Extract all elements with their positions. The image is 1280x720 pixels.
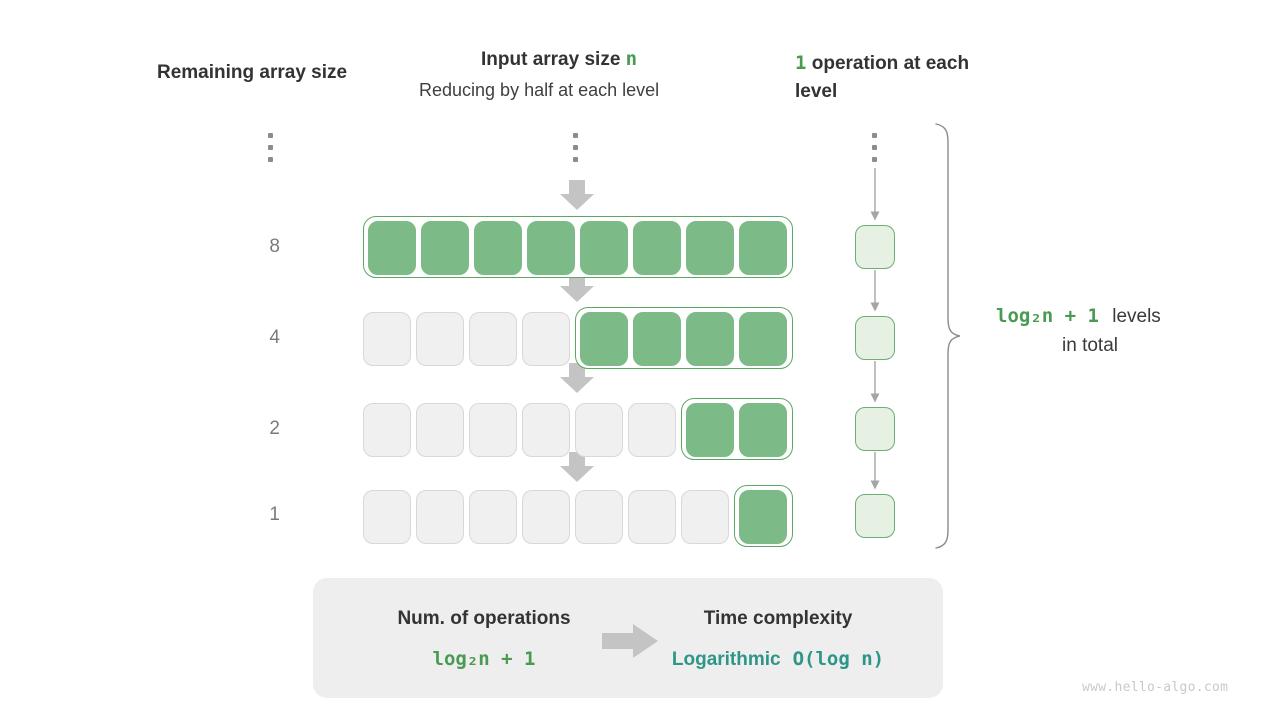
row-label-1: 1	[269, 504, 280, 525]
header-operation-count: 1	[795, 52, 807, 74]
cell	[368, 221, 416, 275]
levels-word: levels	[1112, 306, 1161, 327]
array-row-4	[363, 307, 793, 369]
cell	[421, 221, 469, 275]
ellipsis-middle-column	[573, 133, 579, 169]
cell	[416, 490, 464, 544]
cell	[580, 312, 628, 366]
operation-box-level-1	[855, 225, 895, 269]
levels-formula: log₂n + 1	[996, 305, 1099, 327]
summary-operations-value: log₂n + 1	[432, 648, 536, 670]
header-variable-n: n	[625, 48, 638, 70]
cell	[686, 403, 734, 457]
levels-total-label: log₂n + 1 levels in total	[996, 302, 1226, 360]
down-arrow-to-row-2	[560, 363, 594, 393]
array-row-8	[363, 216, 793, 278]
cell	[416, 403, 464, 457]
ellipsis-right-column	[872, 133, 878, 169]
cell	[686, 221, 734, 275]
cell	[633, 221, 681, 275]
array-row-1	[363, 485, 793, 547]
cell	[575, 403, 623, 457]
summary-operations-title: Num. of operations	[397, 608, 571, 629]
header-operation-text: operation at each level	[795, 53, 970, 102]
cell	[686, 312, 734, 366]
down-arrow-to-row-8	[560, 180, 594, 210]
cell	[522, 312, 570, 366]
array-row-2	[363, 398, 793, 460]
cell	[469, 490, 517, 544]
cell	[739, 312, 787, 366]
summary-panel: Num. of operations log₂n + 1 Time comple…	[313, 578, 943, 698]
cell	[739, 403, 787, 457]
cell	[681, 490, 729, 544]
header-input-array-size: Input array size n	[481, 48, 637, 71]
cell	[474, 221, 522, 275]
cell	[633, 312, 681, 366]
cell	[522, 490, 570, 544]
row-label-4: 4	[269, 327, 280, 348]
ellipsis-left-column	[268, 133, 274, 169]
right-arrow-icon	[602, 624, 658, 658]
operation-box-level-4	[855, 494, 895, 538]
cell	[739, 221, 787, 275]
cell	[416, 312, 464, 366]
down-arrow-to-row-1	[560, 452, 594, 482]
header-input-array-size-text: Input array size	[481, 49, 626, 70]
cell	[739, 490, 787, 544]
cell	[363, 403, 411, 457]
levels-brace	[935, 123, 961, 549]
down-arrow-to-row-4	[560, 272, 594, 302]
levels-in-total: in total	[1062, 334, 1118, 356]
cell	[363, 312, 411, 366]
header-reducing-subtitle: Reducing by half at each level	[419, 80, 660, 100]
summary-complexity-value: Logarithmic O(log n)	[643, 648, 913, 671]
cell	[363, 490, 411, 544]
row-label-8: 8	[269, 236, 280, 257]
cell	[527, 221, 575, 275]
cell	[575, 490, 623, 544]
row-label-2: 2	[269, 418, 280, 439]
cell	[628, 490, 676, 544]
header-remaining-array-size: Remaining array size	[157, 62, 348, 83]
summary-complexity-notation: O(log n)	[792, 648, 885, 670]
cell	[580, 221, 628, 275]
operation-flow-connectors	[870, 168, 880, 490]
operation-box-level-2	[855, 316, 895, 360]
cell	[469, 403, 517, 457]
watermark: www.hello-algo.com	[1082, 680, 1229, 695]
cell	[628, 403, 676, 457]
summary-complexity-word: Logarithmic	[671, 649, 781, 670]
cell	[522, 403, 570, 457]
cell	[469, 312, 517, 366]
operation-box-level-3	[855, 407, 895, 451]
summary-complexity-title: Time complexity	[703, 608, 853, 629]
header-operations-per-level: 1 operation at each level	[795, 50, 985, 105]
